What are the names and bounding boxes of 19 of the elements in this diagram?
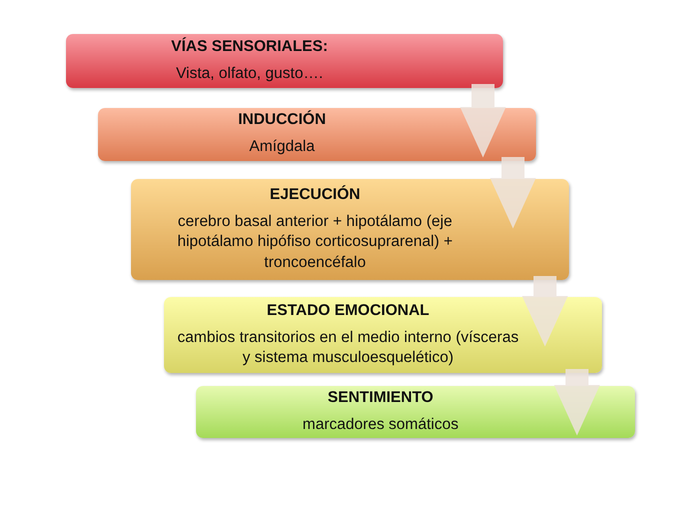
box-heading: SENTIMIENTO: [328, 388, 434, 407]
block-arrow: [554, 369, 600, 436]
box-text: cambios transitorios en el medio interno (vísceras y sistema musculoesquelético): [176, 328, 520, 368]
block-arrow: [490, 157, 536, 228]
box-text: Amígdala: [249, 137, 315, 158]
process-box: [196, 386, 635, 438]
box-heading: EJECUCIÓN: [270, 186, 360, 204]
process-box: [98, 108, 536, 161]
box-text: cerebro basal anterior + hipotálamo (eje hipotálamo hipófiso corticosuprarenal) + troncoencéfalo: [176, 212, 454, 273]
box-heading: INDUCCIÓN: [238, 111, 326, 130]
box-text: marcadores somáticos: [302, 414, 458, 435]
process-box: [131, 179, 569, 280]
process-box: [164, 297, 602, 373]
box-heading: VÍAS SENSORIALES:: [171, 38, 328, 56]
box-text: Vista, olfato, gusto….: [176, 64, 324, 84]
block-arrow: [522, 276, 568, 346]
block-arrow: [460, 84, 506, 158]
box-heading: ESTADO EMOCIONAL: [266, 302, 430, 320]
process-box: [66, 34, 503, 88]
